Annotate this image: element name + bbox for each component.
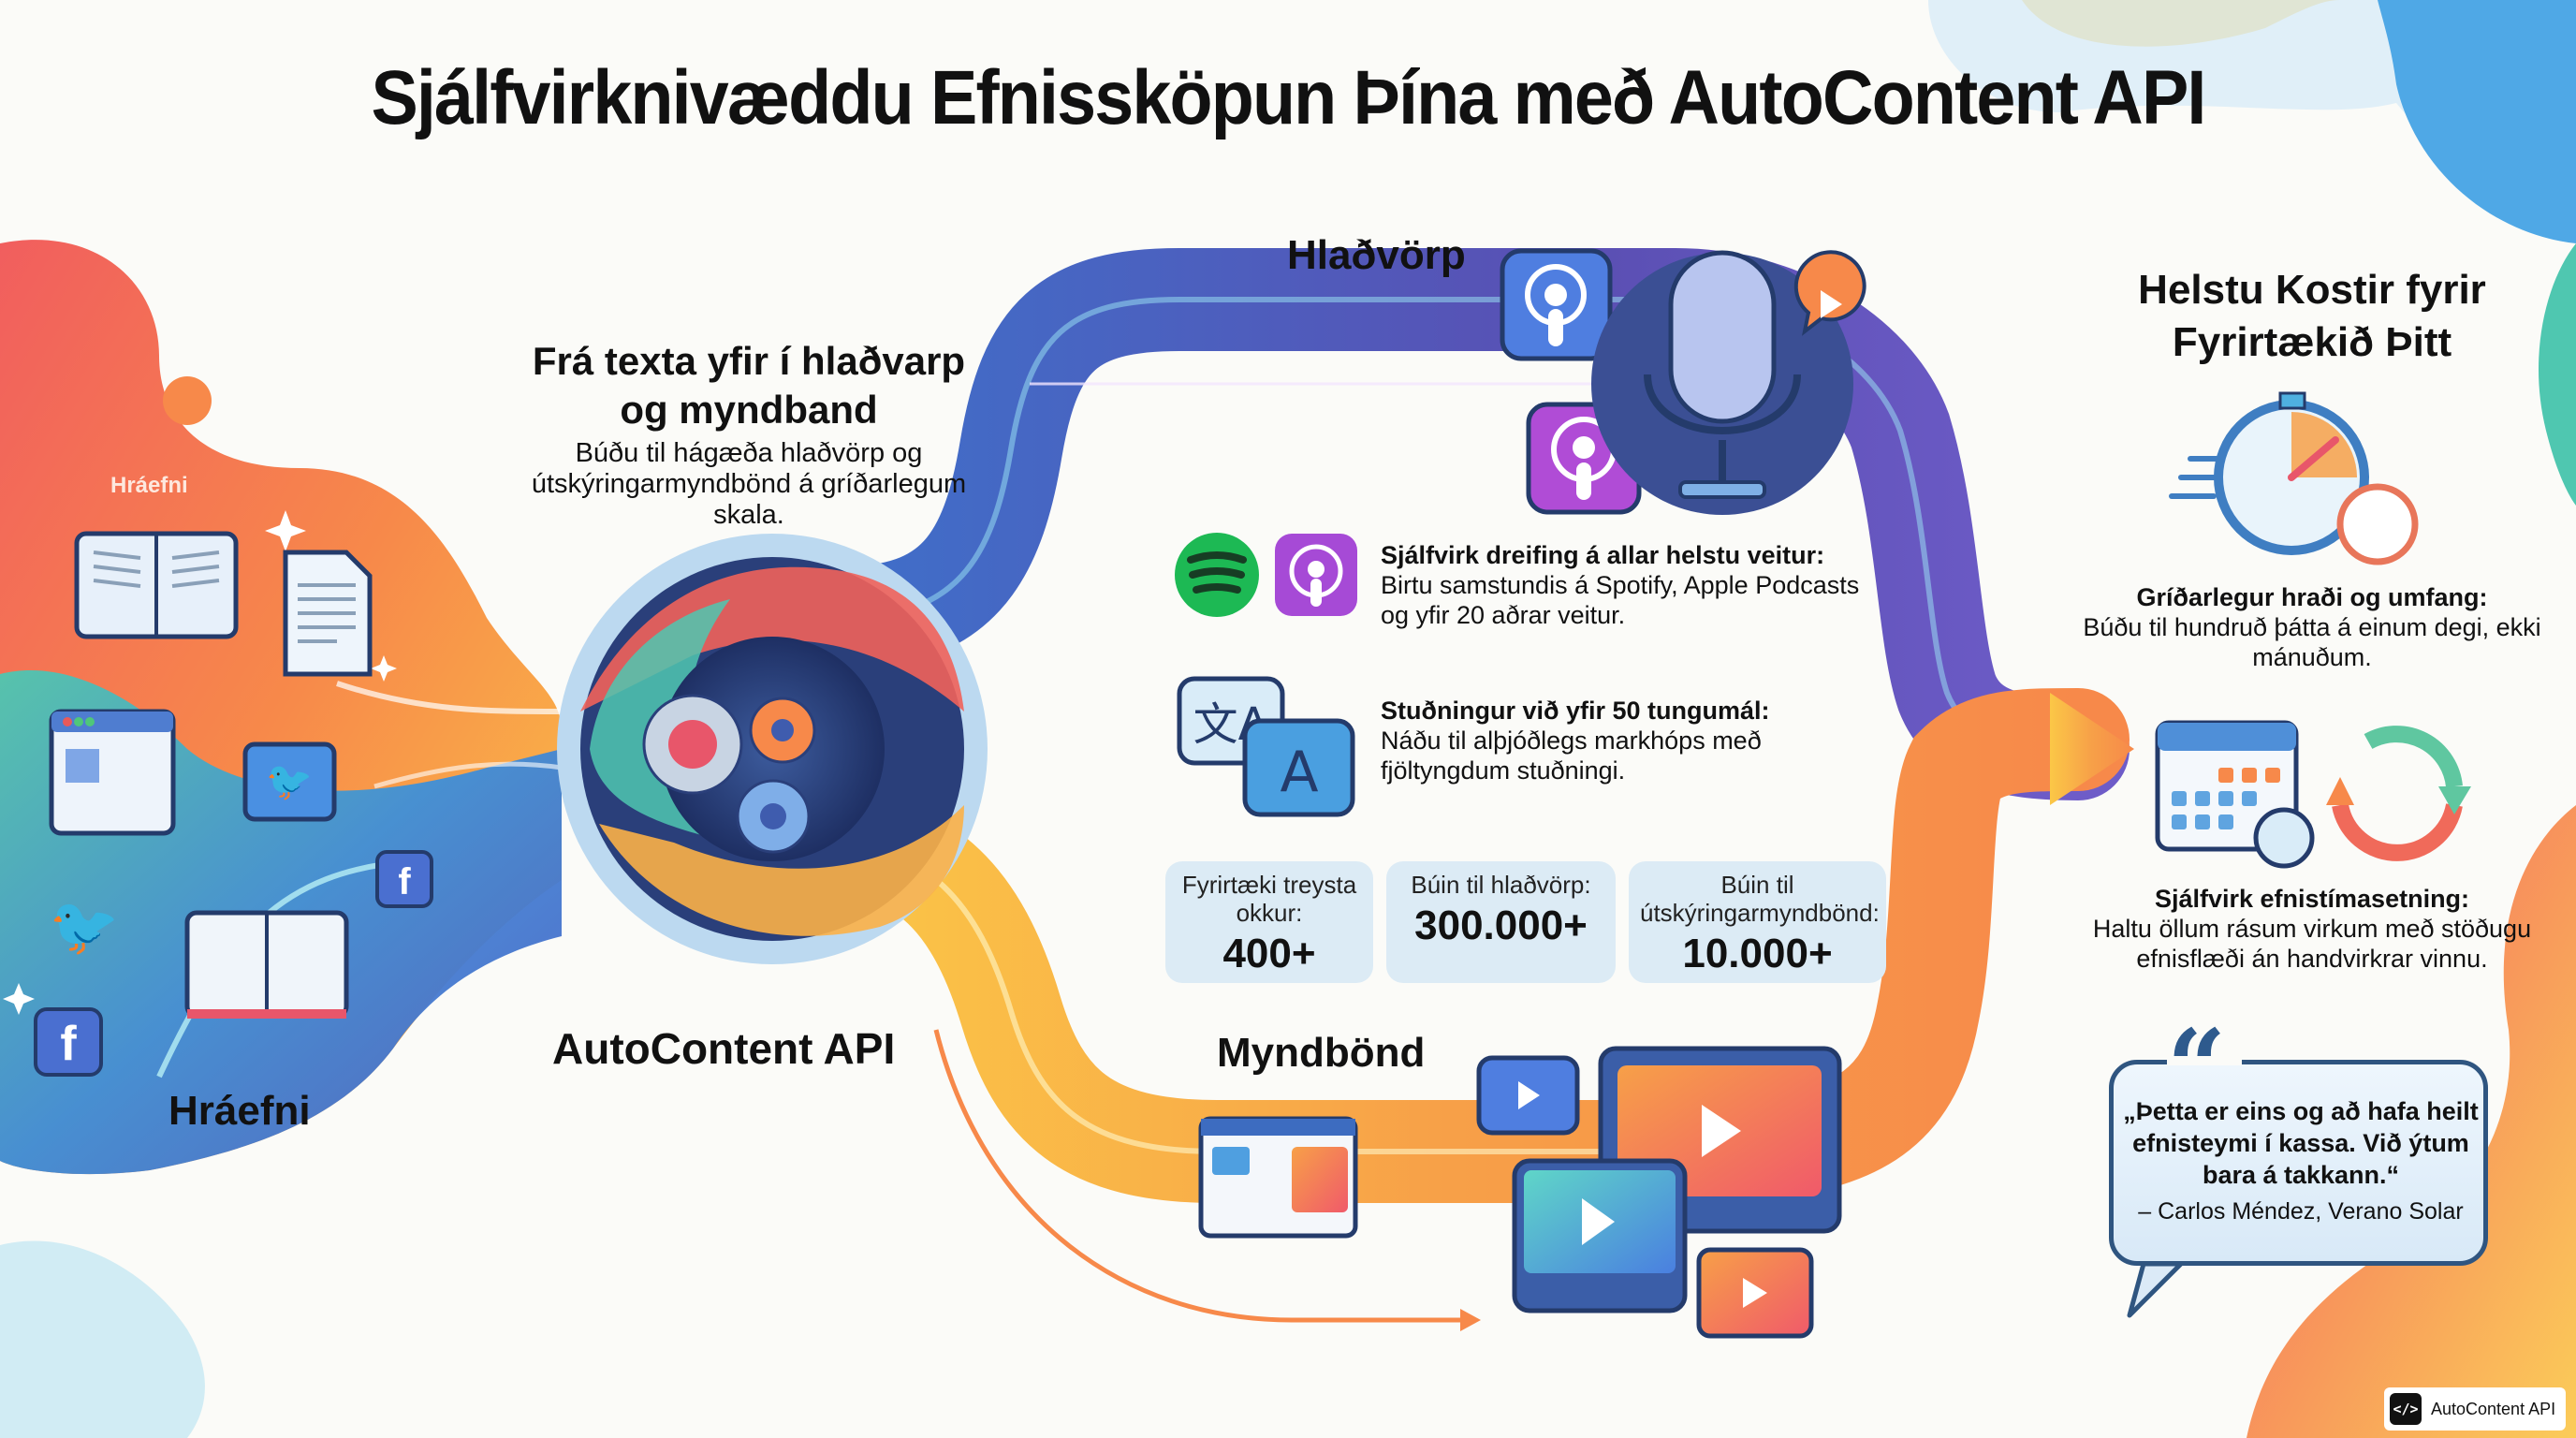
feature-title: Sjálfvirk dreifing á allar helstu veitur… (1381, 541, 1825, 569)
quote-border-gap (2167, 1052, 2242, 1065)
benefit-title: Gríðarlegur hraði og umfang: (2136, 583, 2488, 611)
feature-languages: Stuðningur við yfir 50 tungumál: Náðu ti… (1381, 696, 1867, 785)
source-icons: 🐦 🐦 f f (34, 531, 433, 1077)
stat-card-companies: Fyrirtæki treysta okkur: 400+ (1165, 861, 1373, 983)
testimonial-quote: „Þetta er eins og að hafa heilt efnistey… (2123, 1097, 2479, 1189)
feature-title: Stuðningur við yfir 50 tungumál: (1381, 697, 1770, 725)
svg-text:A: A (1280, 740, 1318, 805)
stats-row: Fyrirtæki treysta okkur: 400+ Búin til h… (1165, 861, 1886, 983)
testimonial-author: – Carlos Méndez, Verano Solar (2138, 1198, 2464, 1225)
engine-label: AutoContent API (552, 1024, 896, 1073)
stat-card-podcasts: Búin til hlaðvörp: 300.000+ (1386, 861, 1616, 983)
feature-distribution: Sjálfvirk dreifing á allar helstu veitur… (1381, 540, 1867, 630)
stat-label: Búin til útskýringarmyndbönd: (1640, 871, 1880, 927)
stat-label: Fyrirtæki treysta okkur: (1181, 871, 1357, 927)
benefit-speed: Gríðarlegur hraði og umfang: Búðu til hu… (2069, 582, 2555, 672)
svg-text:🐦: 🐦 (266, 760, 313, 803)
intro-subtext: Búðu til hágæða hlaðvörp og útskýringarm… (531, 438, 967, 530)
videos-label: Myndbönd (1217, 1030, 1426, 1076)
svg-text:f: f (398, 861, 411, 902)
benefit-text: Búðu til hundruð þátta á einum degi, ekk… (2083, 613, 2541, 671)
brand-badge[interactable]: </> AutoContent API (2384, 1387, 2566, 1431)
feature-text: Náðu til alþjóðlegs markhóps með fjöltyn… (1381, 726, 1762, 785)
testimonial-box (2109, 1060, 2488, 1266)
page-title: Sjálfvirknivæddu Efnissköpun Þína með Au… (371, 55, 2206, 140)
badge-label: AutoContent API (2431, 1399, 2556, 1418)
feature-text: Birtu samstundis á Spotify, Apple Podcas… (1381, 571, 1860, 629)
stat-label: Búin til hlaðvörp: (1411, 871, 1591, 899)
svg-text:f: f (60, 1017, 77, 1071)
source-label: Hráefni (168, 1088, 311, 1134)
benefits-heading: Helstu Kostir fyrir Fyrirtækið Þitt (2138, 267, 2486, 365)
benefit-title: Sjálfvirk efnistímasetning: (2154, 885, 2470, 913)
stat-card-videos: Búin til útskýringarmyndbönd: 10.000+ (1629, 861, 1886, 983)
quote-mark-icon: “ (2167, 1006, 2227, 1127)
podcasts-label: Hlaðvörp (1287, 232, 1466, 278)
stat-value: 400+ (1222, 931, 1316, 976)
intro-heading: Frá texta yfir í hlaðvarp og myndband (532, 339, 966, 432)
code-icon: </> (2390, 1393, 2422, 1425)
svg-text:🐦: 🐦 (50, 894, 120, 960)
stat-value: 10.000+ (1682, 931, 1833, 976)
source-label-small: Hráefni (110, 473, 188, 498)
benefit-text: Haltu öllum rásum virkum með stöðugu efn… (2092, 915, 2532, 973)
benefit-scheduling: Sjálfvirk efnistímasetning: Haltu öllum … (2069, 884, 2555, 974)
stat-value: 300.000+ (1414, 902, 1588, 948)
